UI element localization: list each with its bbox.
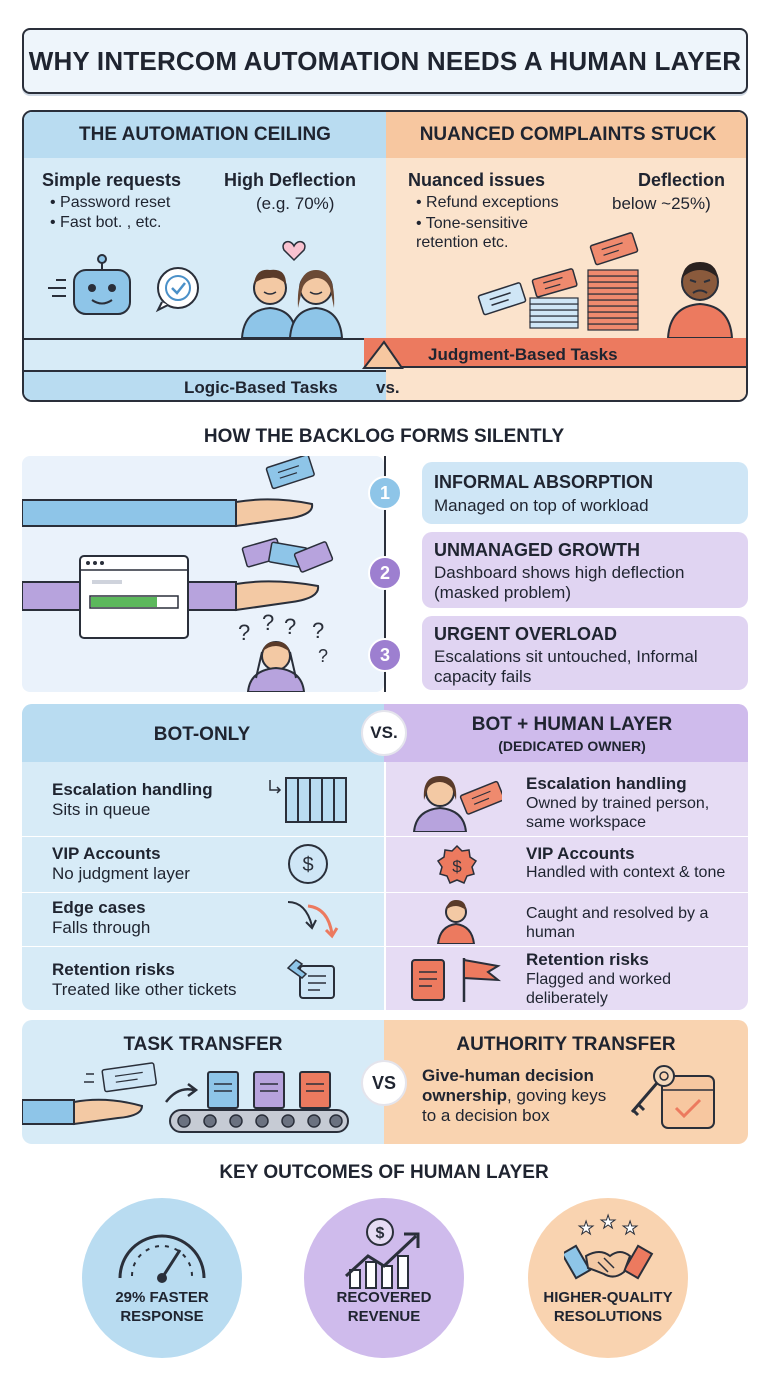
step-title: UNMANAGED GROWTH bbox=[434, 540, 640, 560]
task-transfer-header: TASK TRANSFER bbox=[123, 1034, 283, 1055]
step-card-2: UNMANAGED GROWTH Dashboard shows high de… bbox=[422, 532, 748, 608]
simple-item: • Fast bot. , etc. bbox=[50, 214, 162, 231]
svg-text:$: $ bbox=[376, 1225, 385, 1242]
logic-label: Logic-Based Tasks bbox=[184, 378, 338, 397]
speedometer-icon bbox=[118, 1234, 206, 1283]
row-left-title: Edge cases bbox=[52, 898, 146, 917]
person-icon bbox=[436, 898, 476, 944]
svg-text:★: ★ bbox=[600, 1212, 616, 1233]
outcomes-title: KEY OUTCOMES OF HUMAN LAYER bbox=[219, 1162, 549, 1183]
svg-text:?: ? bbox=[318, 646, 328, 666]
deflection-title: Deflection bbox=[638, 170, 726, 190]
vip-badge-icon: $ bbox=[436, 844, 478, 886]
vs-badge: VS. bbox=[361, 710, 407, 756]
backlog-illustration: ? ? ? ? ? bbox=[22, 456, 384, 692]
svg-text:$: $ bbox=[452, 857, 462, 876]
automation-ceiling-header: THE AUTOMATION CEILING bbox=[79, 124, 331, 145]
svg-text:?: ? bbox=[238, 620, 250, 645]
row-right-desc: Handled with context & tone bbox=[526, 864, 726, 881]
step-title: INFORMAL ABSORPTION bbox=[434, 472, 653, 492]
conveyor-icon bbox=[22, 1062, 362, 1142]
svg-text:★: ★ bbox=[622, 1218, 638, 1239]
agent-with-ticket-icon bbox=[412, 770, 502, 832]
nuanced-complaints-header: NUANCED COMPLAINTS STUCK bbox=[419, 124, 717, 145]
falling-arrows-icon bbox=[284, 896, 342, 942]
high-deflection-title: High Deflection bbox=[224, 170, 357, 190]
simple-item: • Password reset bbox=[50, 194, 171, 211]
step-card-1: INFORMAL ABSORPTION Managed on top of wo… bbox=[422, 462, 748, 524]
row-left-desc: Treated like other tickets bbox=[52, 980, 237, 999]
outcome-quality-resolutions: ★ ★ ★ HIGHER-QUALITY RESOLUTIONS bbox=[528, 1198, 688, 1358]
queue-icon bbox=[266, 776, 350, 824]
step-badge: 1 bbox=[368, 476, 402, 510]
step-desc: Managed on top of workload bbox=[434, 496, 649, 515]
robot-icon bbox=[46, 252, 136, 322]
row-right-desc: Caught and resolved by a human bbox=[526, 905, 709, 941]
step-desc: Escalations sit untouched, Informal capa… bbox=[434, 647, 698, 686]
row-right-title: VIP Accounts bbox=[526, 844, 635, 863]
step-desc: Dashboard shows high deflection (masked … bbox=[434, 563, 685, 602]
wrench-ticket-icon bbox=[286, 956, 338, 1002]
outcome-recovered-revenue: $ RECOVERED REVENUE bbox=[304, 1198, 464, 1358]
key-decision-box-icon bbox=[624, 1062, 720, 1138]
logic-bar bbox=[24, 370, 386, 400]
authority-transfer-header: AUTHORITY TRANSFER bbox=[456, 1034, 676, 1055]
row-right-desc: Owned by trained person, same workspace bbox=[526, 795, 710, 831]
bot-only-header: BOT-ONLY bbox=[153, 724, 251, 745]
transfer-section: TASK TRANSFER AUTHORITY TRANSFER bbox=[22, 1020, 748, 1144]
judgment-bar bbox=[364, 338, 746, 368]
upset-customer-icon bbox=[664, 252, 736, 338]
human-layer-subheader: (DEDICATED OWNER) bbox=[498, 738, 646, 754]
step-card-3: URGENT OVERLOAD Escalations sit untouche… bbox=[422, 616, 748, 690]
happy-customers-icon bbox=[234, 238, 354, 338]
high-deflection-value: (e.g. 70%) bbox=[256, 194, 335, 213]
step-title: URGENT OVERLOAD bbox=[434, 624, 618, 644]
revenue-growth-icon: $ bbox=[344, 1218, 420, 1289]
vs-label: vs. bbox=[376, 378, 400, 397]
outcome-faster-response: 29% FASTER RESPONSE bbox=[82, 1198, 242, 1358]
compare-section: BOT-ONLY BOT + HUMAN LAYER (DEDICATED OW… bbox=[22, 704, 748, 1010]
svg-text:?: ? bbox=[284, 614, 296, 639]
nuanced-item: • Tone-sensitive retention etc. bbox=[416, 215, 529, 251]
svg-text:★: ★ bbox=[578, 1218, 594, 1239]
nuanced-item: • Refund exceptions bbox=[416, 194, 559, 211]
ticket-stacks-icon bbox=[470, 230, 650, 340]
handshake-stars-icon: ★ ★ ★ bbox=[564, 1212, 654, 1280]
authority-desc: Give-human decision ownership, goving ke… bbox=[422, 1066, 607, 1125]
ceiling-section: THE AUTOMATION CEILING NUANCED COMPLAINT… bbox=[22, 110, 748, 402]
judgment-label: Judgment-Based Tasks bbox=[428, 345, 618, 364]
step-badge: 3 bbox=[368, 638, 402, 672]
row-left-desc: No judgment layer bbox=[52, 864, 190, 883]
row-left-title: Retention risks bbox=[52, 960, 175, 979]
svg-text:?: ? bbox=[312, 618, 324, 643]
judgment-triangle-icon bbox=[362, 338, 406, 370]
check-bubble-icon bbox=[152, 264, 204, 314]
row-right-title: Retention risks bbox=[526, 950, 649, 969]
svg-text:?: ? bbox=[262, 610, 274, 635]
human-layer-header: BOT + HUMAN LAYER bbox=[471, 714, 673, 735]
row-left-title: VIP Accounts bbox=[52, 844, 161, 863]
svg-text:$: $ bbox=[302, 854, 313, 876]
step-badge: 2 bbox=[368, 556, 402, 590]
document-flag-icon bbox=[408, 954, 508, 1004]
page-title: WHY INTERCOM AUTOMATION NEEDS A HUMAN LA… bbox=[22, 28, 748, 94]
simple-requests-title: Simple requests bbox=[42, 170, 182, 190]
row-left-desc: Falls through bbox=[52, 918, 151, 937]
row-right-desc: Flagged and worked deliberately bbox=[526, 971, 671, 1007]
deflection-value: below ~25%) bbox=[612, 194, 711, 213]
backlog-title: HOW THE BACKLOG FORMS SILENTLY bbox=[203, 426, 565, 447]
dollar-coin-icon: $ bbox=[286, 842, 330, 886]
row-left-title: Escalation handling bbox=[52, 780, 213, 799]
transfer-vs-badge: VS bbox=[361, 1060, 407, 1106]
row-right-title: Escalation handling bbox=[526, 774, 687, 793]
row-left-desc: Sits in queue bbox=[52, 800, 151, 819]
nuanced-issues-title: Nuanced issues bbox=[408, 170, 546, 190]
